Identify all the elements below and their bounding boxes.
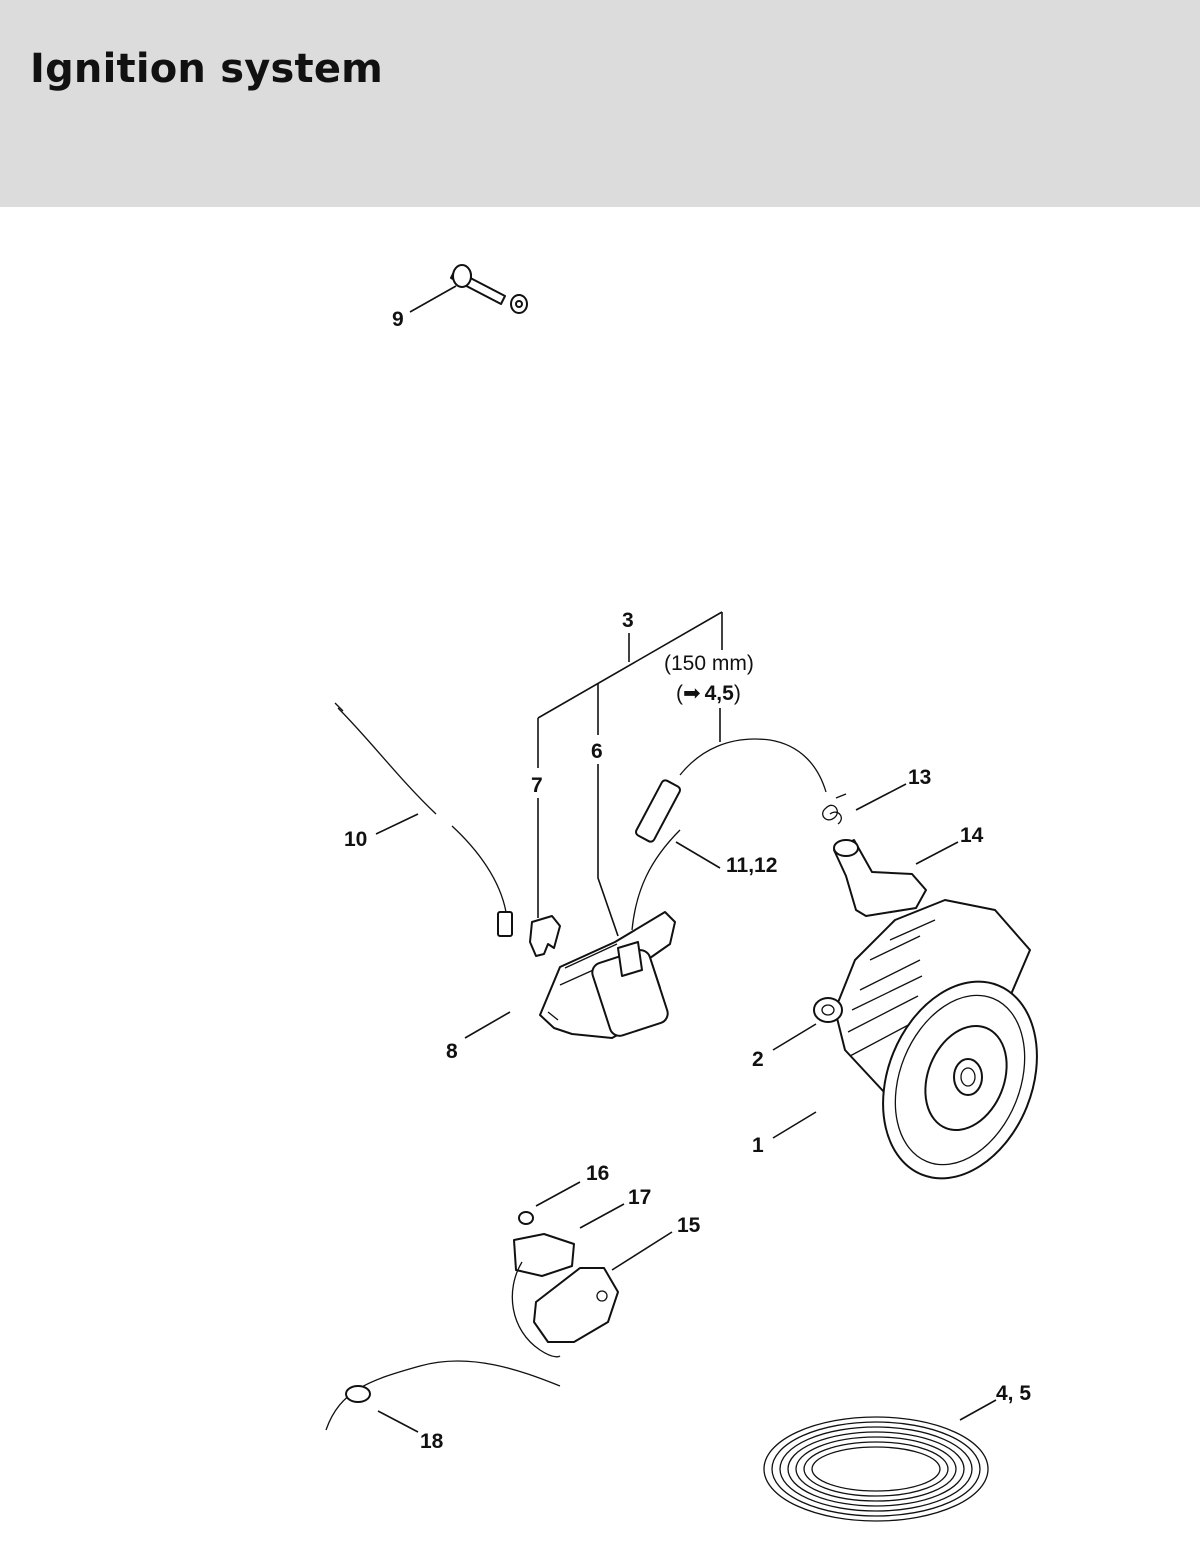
part-clip [529,915,561,957]
callout-8: 8 [446,1040,458,1063]
callout-4-5: 4, 5 [996,1382,1031,1405]
page-title: Ignition system [30,46,384,92]
callout-9: 9 [392,308,404,331]
callout-17: 17 [628,1186,651,1209]
callout-18: 18 [420,1430,444,1453]
callout-15: 15 [677,1214,701,1237]
callout-13: 13 [908,766,931,789]
part-switch-bracket [533,1267,619,1343]
callout-7: 7 [531,774,543,797]
callout-2: 2 [752,1048,764,1071]
assembly-bracket [537,611,723,937]
part-wire-coil [763,1416,989,1522]
header-band: Ignition system [0,0,1200,207]
part-short-circuit-wire [334,702,513,937]
part-spring [822,793,847,825]
part-screw [450,264,506,305]
part-ignition-module [539,738,827,1039]
ref-note-value: 4,5 [705,682,735,705]
callout-1: 1 [752,1134,764,1157]
length-note: (150 mm) [664,652,754,675]
leader-lines [375,285,997,1433]
callout-labels: 3 6 7 10 11,12 13 14 9 8 2 1 16 17 15 18… [344,308,1031,1453]
part-washer [510,294,528,314]
callout-6: 6 [591,740,603,763]
callout-10: 10 [344,828,367,851]
part-flywheel [834,899,1038,1180]
callout-3: 3 [622,609,634,632]
part-ground-wire [325,1360,561,1431]
callout-14: 14 [960,824,984,847]
callout-11-12: 11,12 [726,854,777,877]
part-nut [813,997,843,1023]
part-spark-plug-boot [833,839,927,917]
part-switch [511,1233,575,1358]
part-screw-small [518,1211,534,1225]
callout-16: 16 [586,1162,609,1185]
ref-arrow-icon: ➡ [683,682,701,705]
ref-note: (➡4,5) [676,682,741,705]
